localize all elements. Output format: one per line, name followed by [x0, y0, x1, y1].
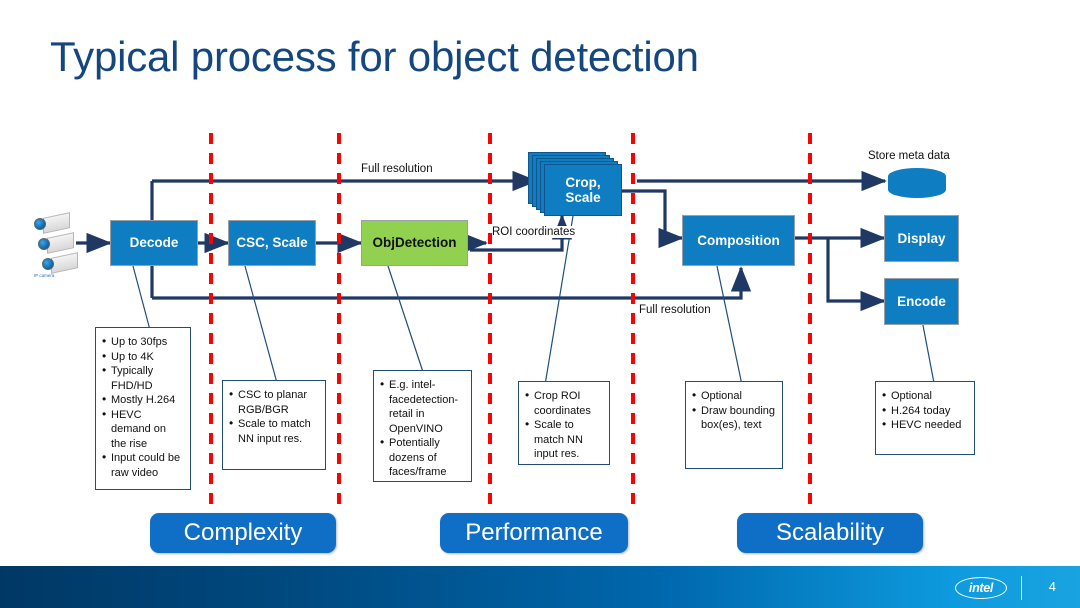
note-item: Typically FHD/HD [101, 363, 184, 393]
note-item: Input could be raw video [101, 450, 184, 480]
node-csc-scale-label: CSC, Scale [236, 235, 308, 251]
category-pill-complexity-label: Complexity [183, 519, 303, 546]
note-objdetection: E.g. intel-facedetection-retail in OpenV… [373, 370, 472, 482]
note-item: Potentially dozens of faces/frame [379, 435, 465, 480]
category-pill-scalability-label: Scalability [775, 519, 885, 546]
intel-logo: intel [955, 577, 1007, 599]
note-item: H.264 today [881, 403, 968, 419]
separator-red-3 [488, 133, 492, 505]
node-composition-label: Composition [697, 232, 780, 248]
node-encode-label: Encode [897, 293, 946, 309]
node-crop-scale[interactable]: Crop, Scale [528, 152, 622, 218]
node-composition[interactable]: Composition [682, 215, 795, 266]
note-item: Optional [881, 388, 968, 404]
edge-label-full-resolution-bottom: Full resolution [636, 304, 714, 316]
note-item: Scale to match NN input res. [228, 416, 319, 446]
separator-red-4 [631, 133, 635, 505]
note-item: CSC to planar RGB/BGR [228, 387, 319, 417]
node-objdetection[interactable]: ObjDetection [361, 220, 468, 266]
note-item: HEVC demand on the rise [101, 407, 184, 452]
camera-caption: IP camera [34, 273, 55, 278]
footer-divider [1020, 576, 1022, 600]
node-decode-label: Decode [129, 235, 179, 251]
slide-footer: intel 4 [0, 566, 1080, 608]
page-number: 4 [1048, 579, 1056, 594]
note-crop: Crop ROI coordinates Scale to match NN i… [518, 381, 610, 465]
node-encode[interactable]: Encode [884, 278, 959, 325]
note-item: HEVC needed [881, 417, 968, 433]
node-store-datastore-icon[interactable] [888, 168, 946, 198]
ip-camera-stack-icon: IP camera [30, 212, 84, 283]
note-encode: Optional H.264 today HEVC needed [875, 381, 975, 455]
edge-label-roi-coordinates: ROI coordinates [489, 226, 579, 238]
note-item: Up to 4K [101, 349, 184, 365]
note-item: Optional [691, 388, 776, 404]
node-decode[interactable]: Decode [110, 220, 198, 266]
note-item: E.g. intel-facedetection-retail in OpenV… [379, 377, 465, 436]
separator-red-2 [337, 133, 341, 505]
node-display-label: Display [897, 230, 946, 246]
note-decode: Up to 30fps Up to 4K Typically FHD/HD Mo… [95, 327, 191, 490]
page-title: Typical process for object detection [50, 33, 699, 80]
edge-label-full-resolution-top: Full resolution [358, 163, 436, 175]
node-csc-scale[interactable]: CSC, Scale [228, 220, 316, 266]
node-store-label: Store meta data [868, 150, 950, 162]
note-item: Draw bounding box(es), text [691, 403, 776, 433]
category-pill-scalability[interactable]: Scalability [737, 513, 923, 553]
crop-scale-stack-front: Crop, Scale [544, 164, 622, 216]
category-pill-performance-label: Performance [465, 519, 603, 546]
node-objdetection-label: ObjDetection [372, 235, 457, 251]
note-item: Up to 30fps [101, 334, 184, 350]
node-crop-scale-label-line2: Scale [565, 190, 601, 205]
category-pill-performance[interactable]: Performance [440, 513, 628, 553]
note-composition: Optional Draw bounding box(es), text [685, 381, 783, 469]
separator-red-1 [209, 133, 213, 505]
note-csc: CSC to planar RGB/BGR Scale to match NN … [222, 380, 326, 470]
note-item: Crop ROI coordinates [524, 388, 603, 418]
note-item: Scale to match NN input res. [524, 417, 603, 462]
node-display[interactable]: Display [884, 215, 959, 262]
separator-red-5 [808, 133, 812, 505]
note-item: Mostly H.264 [101, 392, 184, 408]
category-pill-complexity[interactable]: Complexity [150, 513, 336, 553]
node-crop-scale-label-line1: Crop, [565, 174, 601, 190]
